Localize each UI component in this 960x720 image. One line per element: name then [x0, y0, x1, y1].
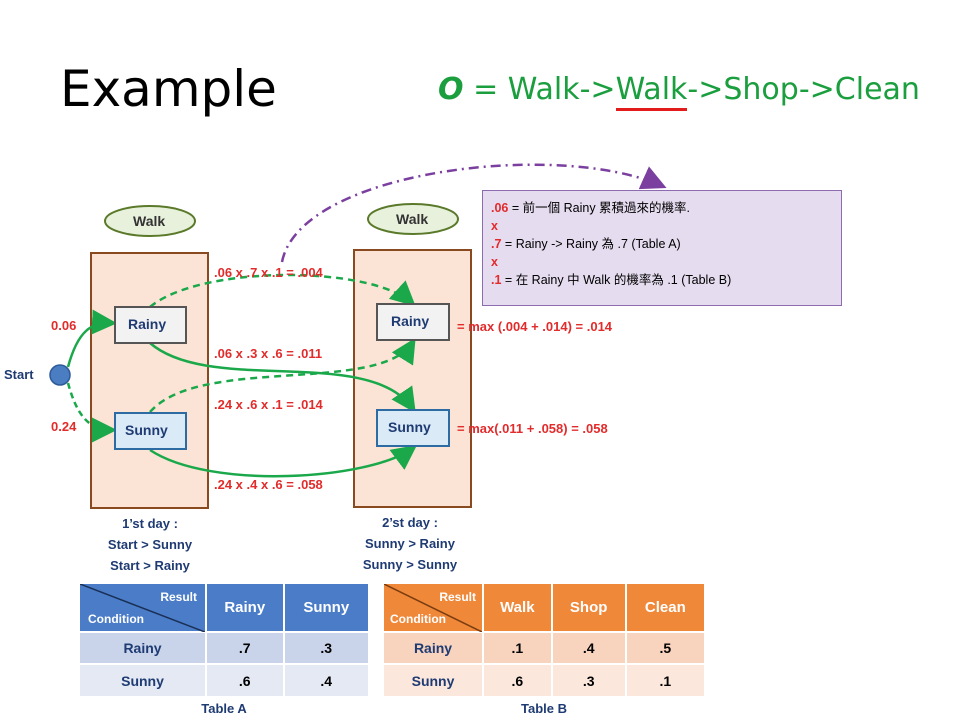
table-b-col-1: Walk: [482, 584, 552, 632]
table-b-cell: .3: [550, 663, 626, 696]
day1-line2: Start > Rainy: [110, 558, 190, 573]
note-times1: x: [491, 219, 498, 233]
table-a-row1-label: Rainy: [80, 631, 206, 664]
note-line1: .06 = 前一個 Rainy 累積過來的機率.: [491, 197, 841, 219]
rainy-to-sunny-arrow: [149, 342, 416, 414]
table-b: Result Condition Walk Shop Clean Rainy .…: [384, 584, 704, 696]
day2-sunny-label: Sunny: [388, 419, 431, 435]
table-b-corner-result: Result: [439, 590, 476, 604]
day2-line2: Sunny > Sunny: [362, 557, 458, 572]
note-text-1: = 前一個 Rainy 累積過來的機率.: [511, 201, 691, 215]
note-line2: .7 = Rainy -> Rainy 為 .7 (Table A): [491, 233, 841, 255]
day1-summary: 1’st day : Start > Sunny Start > Rainy: [90, 513, 210, 576]
observation-before: Walk->: [507, 72, 616, 107]
sunny-to-rainy-arrow: [149, 337, 416, 413]
table-b-caption: Table B: [521, 701, 567, 716]
max-sunny-equation: = max(.011 + .058) = .058: [457, 421, 608, 436]
day2-summary: 2’st day : Sunny > Rainy Sunny > Sunny: [350, 512, 470, 575]
observation-after: ->Shop->Clean: [687, 72, 920, 107]
start-label: Start: [4, 367, 34, 382]
obs-day2-oval: [367, 203, 459, 235]
note-times2: x: [491, 255, 498, 269]
note-line3: .1 = 在 Rainy 中 Walk 的機率為 .1 (Table B): [491, 269, 841, 291]
note-value-2: .7: [491, 237, 502, 251]
rainy-to-rainy-arrow: [149, 273, 416, 308]
table-b-corner-diagonal: [384, 584, 482, 632]
note-text-2: = Rainy -> Rainy 為 .7 (Table A): [504, 237, 681, 251]
day2-rainy-label: Rainy: [391, 313, 430, 329]
table-b-cell: .1: [482, 631, 552, 664]
day2-line1: Sunny > Rainy: [365, 536, 455, 551]
table-a-cell: .4: [282, 663, 368, 696]
day1-line1: Start > Sunny: [107, 537, 193, 552]
table-a-cell: .6: [205, 663, 284, 696]
path-sunny-sunny: .24 x .4 x .6 = .058: [214, 477, 323, 492]
obs-day2-label: Walk: [396, 211, 429, 227]
table-b-cell: .5: [624, 631, 704, 664]
observation-sequence: O = Walk->Walk->Shop->Clean: [438, 72, 920, 107]
observation-underlined: Walk: [615, 72, 688, 107]
table-a-col-2: Sunny: [282, 584, 368, 632]
day1-rainy-box: [114, 306, 187, 344]
table-b-row: Rainy .1 .4 .5: [384, 631, 704, 664]
table-a-corner: Result Condition: [80, 584, 206, 632]
table-a-cell: .3: [282, 631, 368, 664]
table-b-cell: .6: [482, 663, 552, 696]
day1-rainy-label: Rainy: [128, 316, 167, 332]
note-value-3: .1: [491, 273, 502, 287]
note-text-3: = 在 Rainy 中 Walk 的機率為 .1 (Table B): [504, 273, 732, 287]
table-b-row2-label: Sunny: [384, 663, 483, 696]
table-a-row: Sunny .6 .4: [80, 663, 368, 696]
table-a-corner-diagonal: [80, 584, 205, 632]
table-b-row1-label: Rainy: [384, 631, 483, 664]
observation-symbol: O: [438, 72, 464, 107]
day2-title: 2’st day :: [382, 515, 438, 530]
table-a-col-1: Rainy: [205, 584, 284, 632]
day1-sunny-box: [114, 412, 187, 450]
start-to-rainy-arrow: [66, 309, 117, 368]
obs-day1-oval: [104, 205, 196, 237]
sunny-to-sunny-arrow: [149, 445, 418, 478]
max-rainy-equation: = max (.004 + .014) = .014: [457, 319, 613, 334]
table-a-row: Rainy .7 .3: [80, 631, 368, 664]
explanation-note: .06 = 前一個 Rainy 累積過來的機率. x .7 = Rainy ->…: [482, 190, 842, 306]
day2-sunny-box: [376, 409, 450, 447]
table-b-col-3: Clean: [624, 584, 704, 632]
start-to-sunny-arrow: [66, 382, 117, 443]
note-pointer-arrow: [280, 163, 667, 263]
table-a-corner-result: Result: [160, 590, 197, 604]
table-b-col-2: Shop: [550, 584, 626, 632]
obs-day1-label: Walk: [133, 213, 166, 229]
table-a-cell: .7: [205, 631, 284, 664]
table-a-corner-condition: Condition: [88, 612, 144, 626]
day1-sunny-label: Sunny: [125, 422, 168, 438]
prob-start-sunny: 0.24: [51, 419, 77, 434]
day1-column: [90, 252, 209, 509]
path-sunny-rainy: .24 x .6 x .1 = .014: [214, 397, 323, 412]
table-a: Result Condition Rainy Sunny Rainy .7 .3…: [80, 584, 368, 696]
day1-title: 1’st day :: [122, 516, 178, 531]
observation-equals: =: [473, 72, 499, 107]
table-b-corner: Result Condition: [384, 584, 483, 632]
path-rainy-sunny: .06 x .3 x .6 = .011: [214, 346, 323, 361]
start-node: [49, 364, 71, 386]
table-b-cell: .1: [624, 663, 704, 696]
table-b-corner-condition: Condition: [390, 612, 446, 626]
table-a-caption: Table A: [201, 701, 247, 716]
table-a-row2-label: Sunny: [80, 663, 206, 696]
note-value-1: .06: [491, 201, 509, 215]
day2-column: [353, 249, 472, 508]
table-b-cell: .4: [550, 631, 626, 664]
day2-rainy-box: [376, 303, 450, 341]
prob-start-rainy: 0.06: [51, 318, 77, 333]
slide-title: Example: [60, 60, 277, 118]
table-b-row: Sunny .6 .3 .1: [384, 663, 704, 696]
path-rainy-rainy: .06 x .7 x .1 = .004: [214, 265, 323, 280]
